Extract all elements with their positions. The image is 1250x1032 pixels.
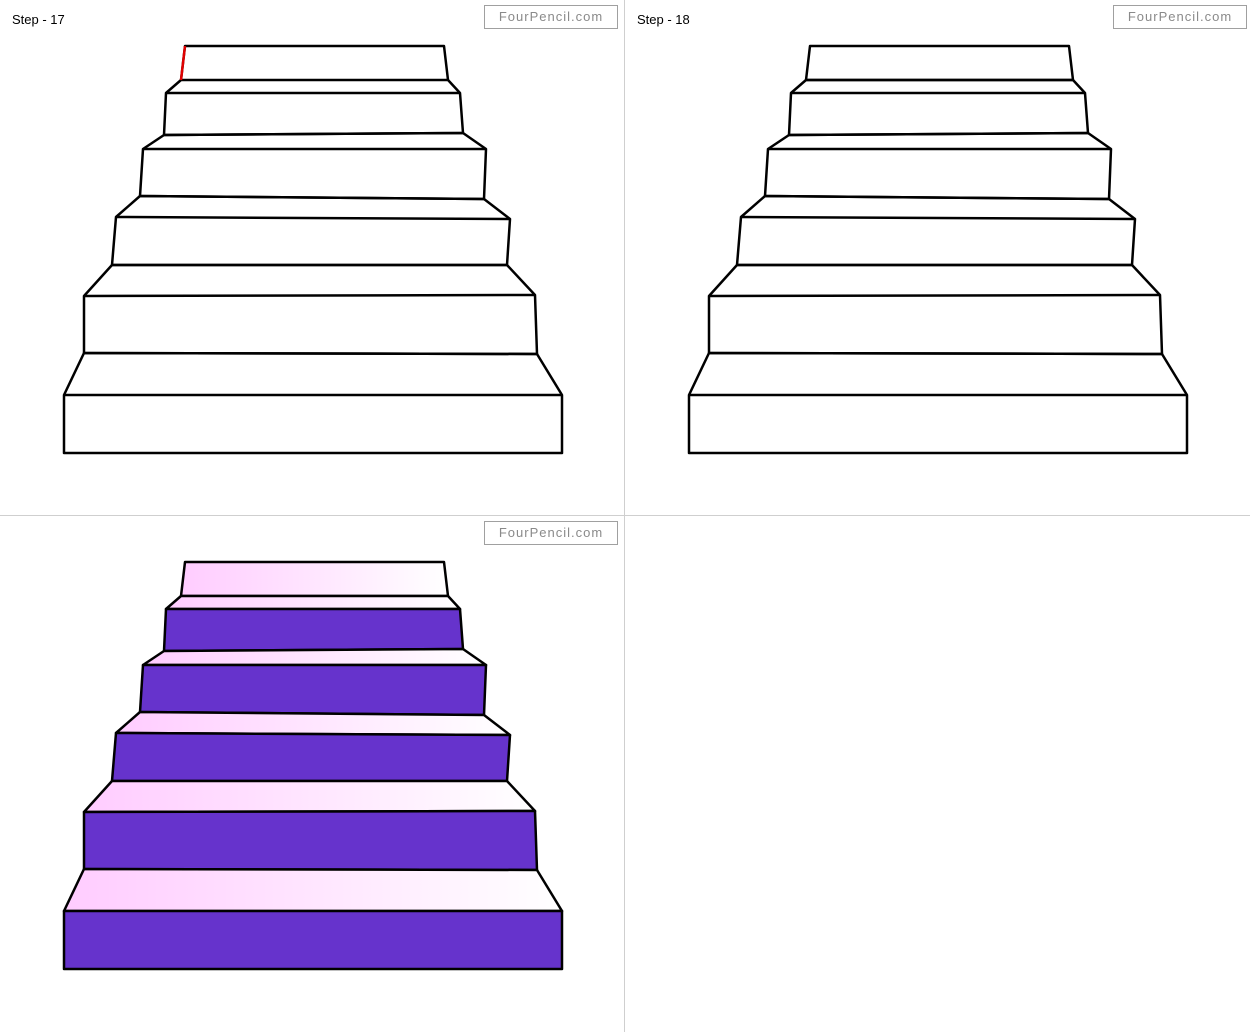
watermark: FourPencil.com: [484, 5, 618, 29]
step-label: Step - 17: [12, 12, 65, 27]
highlighted-edge: [179, 45, 187, 81]
staircase-colored-drawing: [62, 560, 564, 971]
empty-panel: [625, 516, 1250, 1032]
staircase-outline-drawing: [62, 44, 564, 455]
colored-staircase-panel: FourPencil.com: [0, 516, 625, 1032]
step-label: Step - 18: [637, 12, 690, 27]
watermark: FourPencil.com: [484, 521, 618, 545]
staircase-outline-drawing: [687, 44, 1189, 455]
step-17-panel: Step - 17 FourPencil.com: [0, 0, 625, 516]
step-18-panel: Step - 18 FourPencil.com: [625, 0, 1250, 516]
watermark: FourPencil.com: [1113, 5, 1247, 29]
